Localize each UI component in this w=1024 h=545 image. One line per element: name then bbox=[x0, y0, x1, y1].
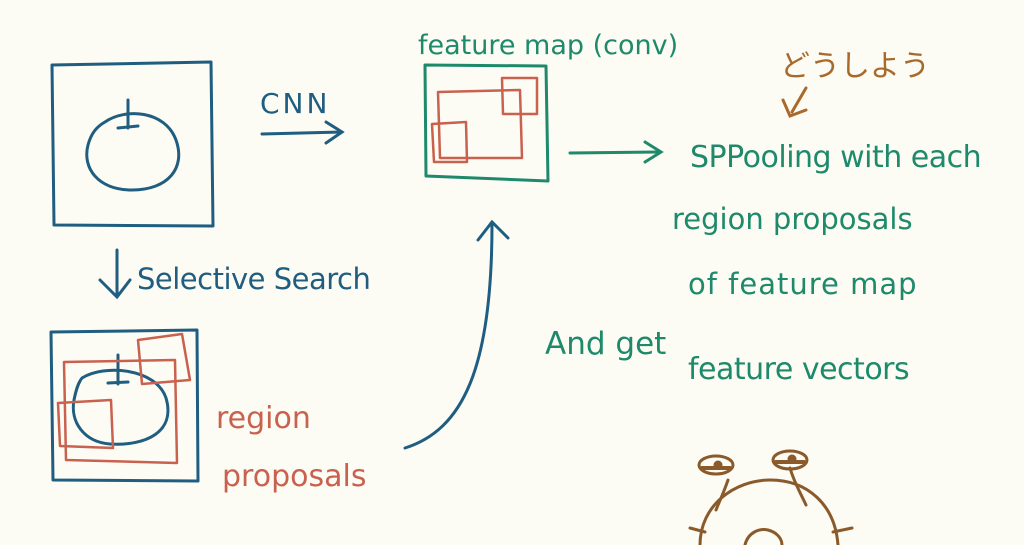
input-image-apple bbox=[85, 112, 181, 192]
get-vectors-label-a: And get bbox=[545, 326, 666, 362]
feature-map-title: feature map (conv) bbox=[418, 30, 678, 61]
creature-antenna-right bbox=[788, 466, 808, 507]
creature-antenna-left bbox=[714, 478, 730, 512]
feature-map-frame bbox=[423, 63, 550, 183]
cartoon-creature bbox=[688, 449, 854, 545]
proposal-box-left bbox=[56, 398, 115, 450]
creature-mouth bbox=[743, 528, 784, 545]
question-label: どうしよう bbox=[780, 49, 930, 84]
spp-label-line1: SPPooling with each bbox=[690, 140, 981, 175]
creature-eye-right bbox=[771, 449, 809, 471]
input-image bbox=[50, 60, 215, 228]
proposal-image-frame bbox=[49, 328, 200, 483]
region-proposals-label-line2: proposals bbox=[222, 459, 366, 494]
feature-map-box-left bbox=[430, 120, 469, 164]
spp-label-line3: of feature map bbox=[688, 267, 918, 301]
input-image-frame bbox=[50, 60, 215, 228]
creature-body bbox=[698, 478, 840, 545]
feature-map-box-large bbox=[436, 88, 524, 160]
question-arrow bbox=[781, 86, 808, 118]
cnn-arrow bbox=[260, 120, 345, 145]
proposal-image bbox=[49, 328, 200, 483]
proposal-box-top-right bbox=[136, 332, 192, 386]
creature-arm-right bbox=[831, 526, 854, 534]
feature-map bbox=[423, 63, 550, 183]
spp-label-line2: region proposals bbox=[672, 202, 913, 236]
selective-search-arrow bbox=[98, 248, 132, 300]
region-proposals-label-line1: region bbox=[216, 401, 311, 436]
proposals-to-feature-map-arrow bbox=[403, 219, 510, 450]
creature-eye-left bbox=[697, 454, 735, 476]
cnn-label: CNN bbox=[260, 87, 330, 120]
proposal-box-large bbox=[62, 358, 179, 465]
feature-map-box-top-right bbox=[500, 76, 539, 116]
get-vectors-label-b: feature vectors bbox=[688, 352, 909, 387]
input-image-apple-stem bbox=[116, 98, 140, 130]
feature-map-to-spp-arrow bbox=[568, 140, 664, 164]
creature-arm-left bbox=[688, 526, 707, 534]
selective-search-label: Selective Search bbox=[137, 262, 370, 296]
